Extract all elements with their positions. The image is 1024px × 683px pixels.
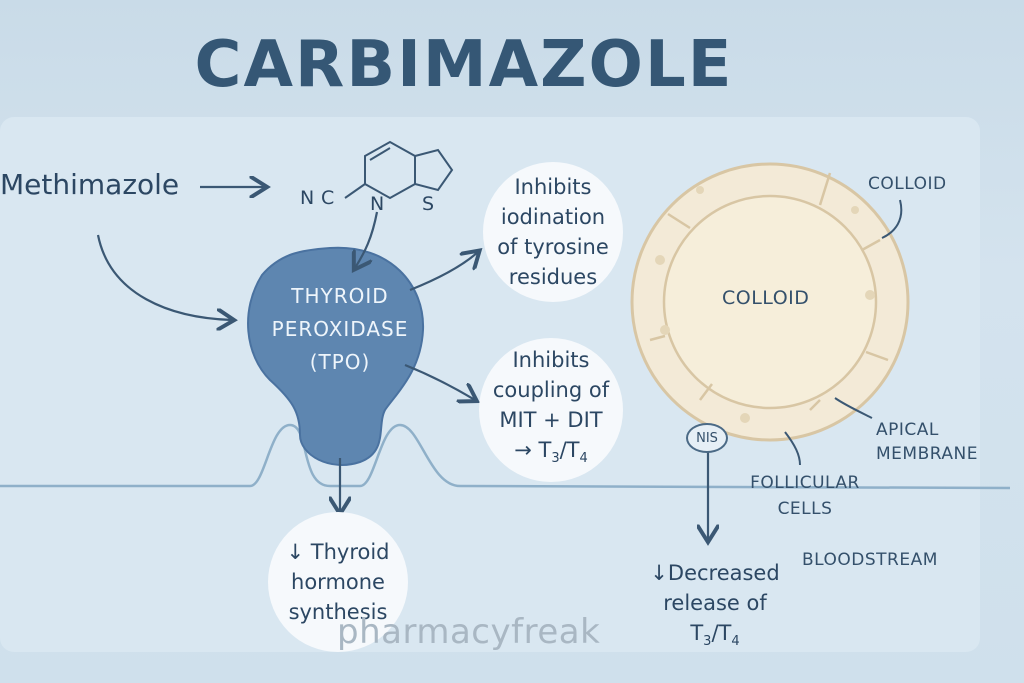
iodination-line-1: Inhibits [514, 175, 592, 199]
coupling-sub-3: 3 [551, 451, 560, 467]
coupling-t4: /T [559, 438, 580, 463]
coupling-line-2: coupling of [492, 378, 610, 403]
coupling-bubble: Inhibits coupling of MIT + DIT → T3/T4 [479, 338, 623, 482]
apical-pointer [834, 397, 873, 419]
drug-label: Methimazole [0, 168, 180, 201]
release-t3: T [690, 621, 704, 645]
synthesis-line-3: synthesis [288, 600, 388, 624]
synthesis-bubble: ↓ Thyroid hormone synthesis [268, 512, 408, 652]
arrow-structure-to-tpo [355, 211, 379, 268]
membrane-line [0, 423, 1011, 490]
structure-atom-c: C [321, 187, 334, 209]
iodination-line-3: of tyrosine [497, 235, 609, 259]
synthesis-line-1: ↓ Thyroid [286, 540, 390, 564]
structure-atom-n1: N [300, 187, 314, 209]
follicular-line-1: FOLLICULAR [750, 473, 860, 493]
iodination-line-2: iodination [500, 205, 606, 229]
decreased-release-label: ↓Decreased release of T3/T4 [640, 558, 790, 657]
tpo-line-2: PEROXIDASE [271, 317, 409, 341]
coupling-line-1: Inhibits [512, 348, 590, 373]
thyroid-follicle [630, 162, 910, 442]
colloid-center-label: COLLOID [722, 287, 810, 309]
coupling-line-3: MIT + DIT [499, 408, 603, 433]
coupling-sub-4: 4 [579, 451, 588, 467]
iodination-bubble: Inhibits iodination of tyrosine residues [483, 162, 623, 302]
follicular-pointer [784, 431, 801, 466]
arrow-drug-to-tpo [96, 234, 232, 320]
release-line-2: release of [663, 591, 767, 615]
tpo-line-1: THYROID [291, 284, 389, 308]
follicular-cells-label: FOLLICULAR CELLS [742, 470, 868, 522]
release-sub-3: 3 [703, 634, 712, 650]
arrow-tpo-to-coupling [404, 363, 475, 400]
page-title: CARBIMAZOLE [194, 28, 734, 102]
coupling-t3: T [538, 438, 552, 463]
tpo-line-3: (TPO) [309, 350, 371, 374]
apical-membrane-label: APICAL MEMBRANE [876, 418, 978, 466]
watermark: pharmacyfreak [337, 612, 601, 652]
nis-transporter: NIS [686, 423, 728, 453]
release-t4: /T [711, 621, 732, 645]
iodination-line-4: residues [508, 265, 598, 289]
synthesis-line-2: hormone [291, 570, 385, 594]
structure-atom-s: S [422, 193, 434, 215]
coupling-arrow: → [514, 438, 539, 463]
release-line-1: ↓Decreased [650, 561, 780, 585]
arrow-tpo-to-iodination [409, 252, 478, 292]
methimazole-structure [344, 140, 454, 200]
follicular-line-2: CELLS [777, 499, 833, 519]
apical-line-1: APICAL [876, 420, 939, 440]
tpo-label: THYROID PEROXIDASE (TPO) [250, 280, 430, 379]
structure-atom-n2: N [370, 193, 384, 215]
release-sub-4: 4 [731, 634, 740, 650]
release-products: T3/T4 [640, 618, 790, 657]
bloodstream-label: BLOODSTREAM [802, 550, 938, 570]
colloid-pointer [881, 199, 903, 239]
colloid-label: COLLOID [868, 174, 947, 194]
tpo-enzyme-shape [247, 246, 425, 466]
coupling-products: → T3/T4 [493, 435, 609, 474]
apical-line-2: MEMBRANE [876, 444, 978, 464]
